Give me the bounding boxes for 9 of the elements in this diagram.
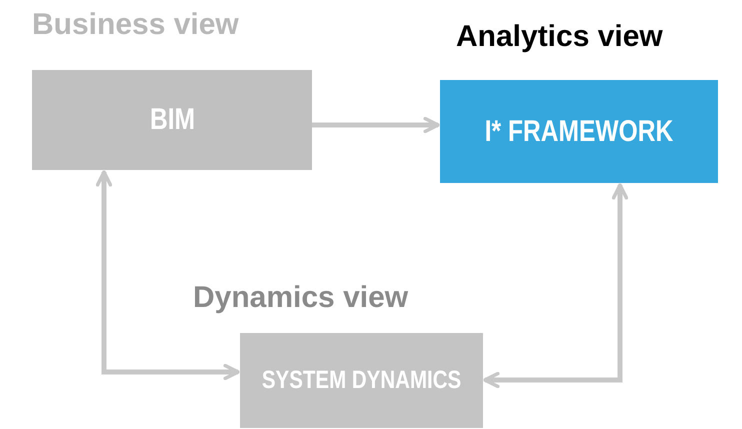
view-heading: Dynamics view <box>193 281 408 315</box>
process-box: I* FRAMEWORK <box>440 80 718 183</box>
process-box: SYSTEM DYNAMICS <box>240 333 483 428</box>
view-heading: Analytics view <box>456 20 663 54</box>
view-heading: Business view <box>32 8 239 42</box>
process-box: BIM <box>32 70 312 170</box>
arrow <box>483 183 628 388</box>
arrow <box>96 170 240 380</box>
arrow <box>312 116 440 134</box>
